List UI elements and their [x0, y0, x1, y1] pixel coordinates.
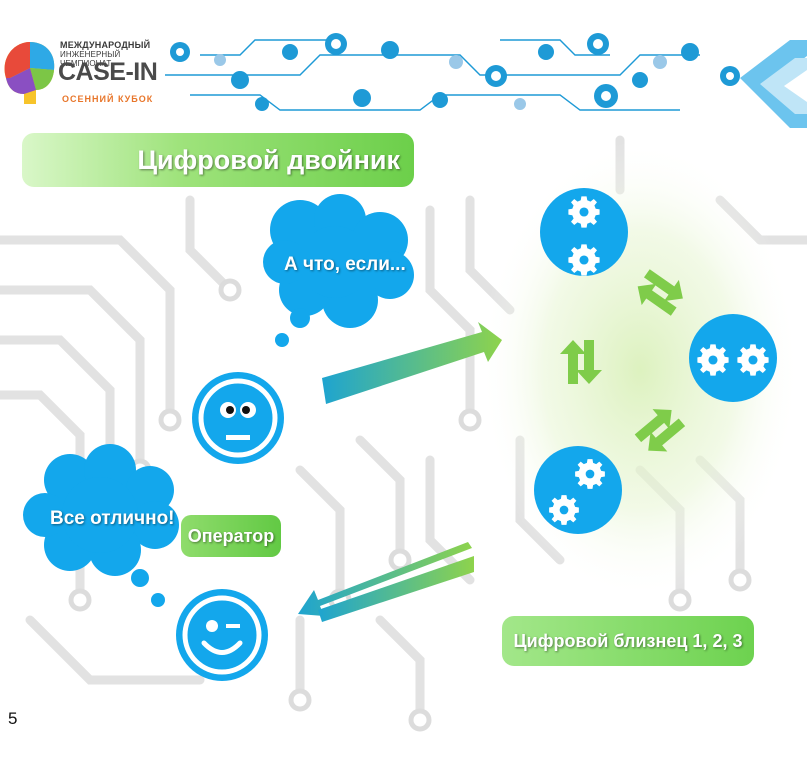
twin-circle-3 [534, 446, 622, 534]
logo-sub: ОСЕННИЙ КУБОК [62, 94, 154, 104]
exchange-arrows [560, 269, 686, 452]
question-text: А что, если... [284, 254, 406, 275]
operator-face-icon [192, 372, 284, 464]
twin-label: Цифровой близнец 1, 2, 3 [502, 616, 754, 666]
brain-logo-icon [4, 42, 55, 104]
answer-cloud [23, 444, 179, 607]
question-cloud [263, 194, 414, 347]
logo-line2: ИНЖЕНЕРНЫЙ ЧЕМПИОНАТ [60, 50, 121, 68]
twin-circle-1 [540, 188, 628, 276]
arrow-to-twin [322, 322, 502, 404]
happy-face-icon [176, 589, 268, 681]
logo-main: CASE-IN [58, 58, 158, 86]
operator-label: Оператор [181, 515, 281, 557]
page-number: 5 [8, 709, 18, 728]
slide-title: Цифровой двойник [22, 133, 414, 187]
logo-line1: МЕЖДУНАРОДНЫЙ [60, 40, 151, 50]
twin-circle-2 [689, 314, 777, 402]
arrow-to-operator [298, 542, 474, 622]
case-in-logo: МЕЖДУНАРОДНЫЙ ИНЖЕНЕРНЫЙ ЧЕМПИОНАТ CASE-… [0, 28, 160, 112]
answer-text: Все отлично! [50, 508, 175, 529]
